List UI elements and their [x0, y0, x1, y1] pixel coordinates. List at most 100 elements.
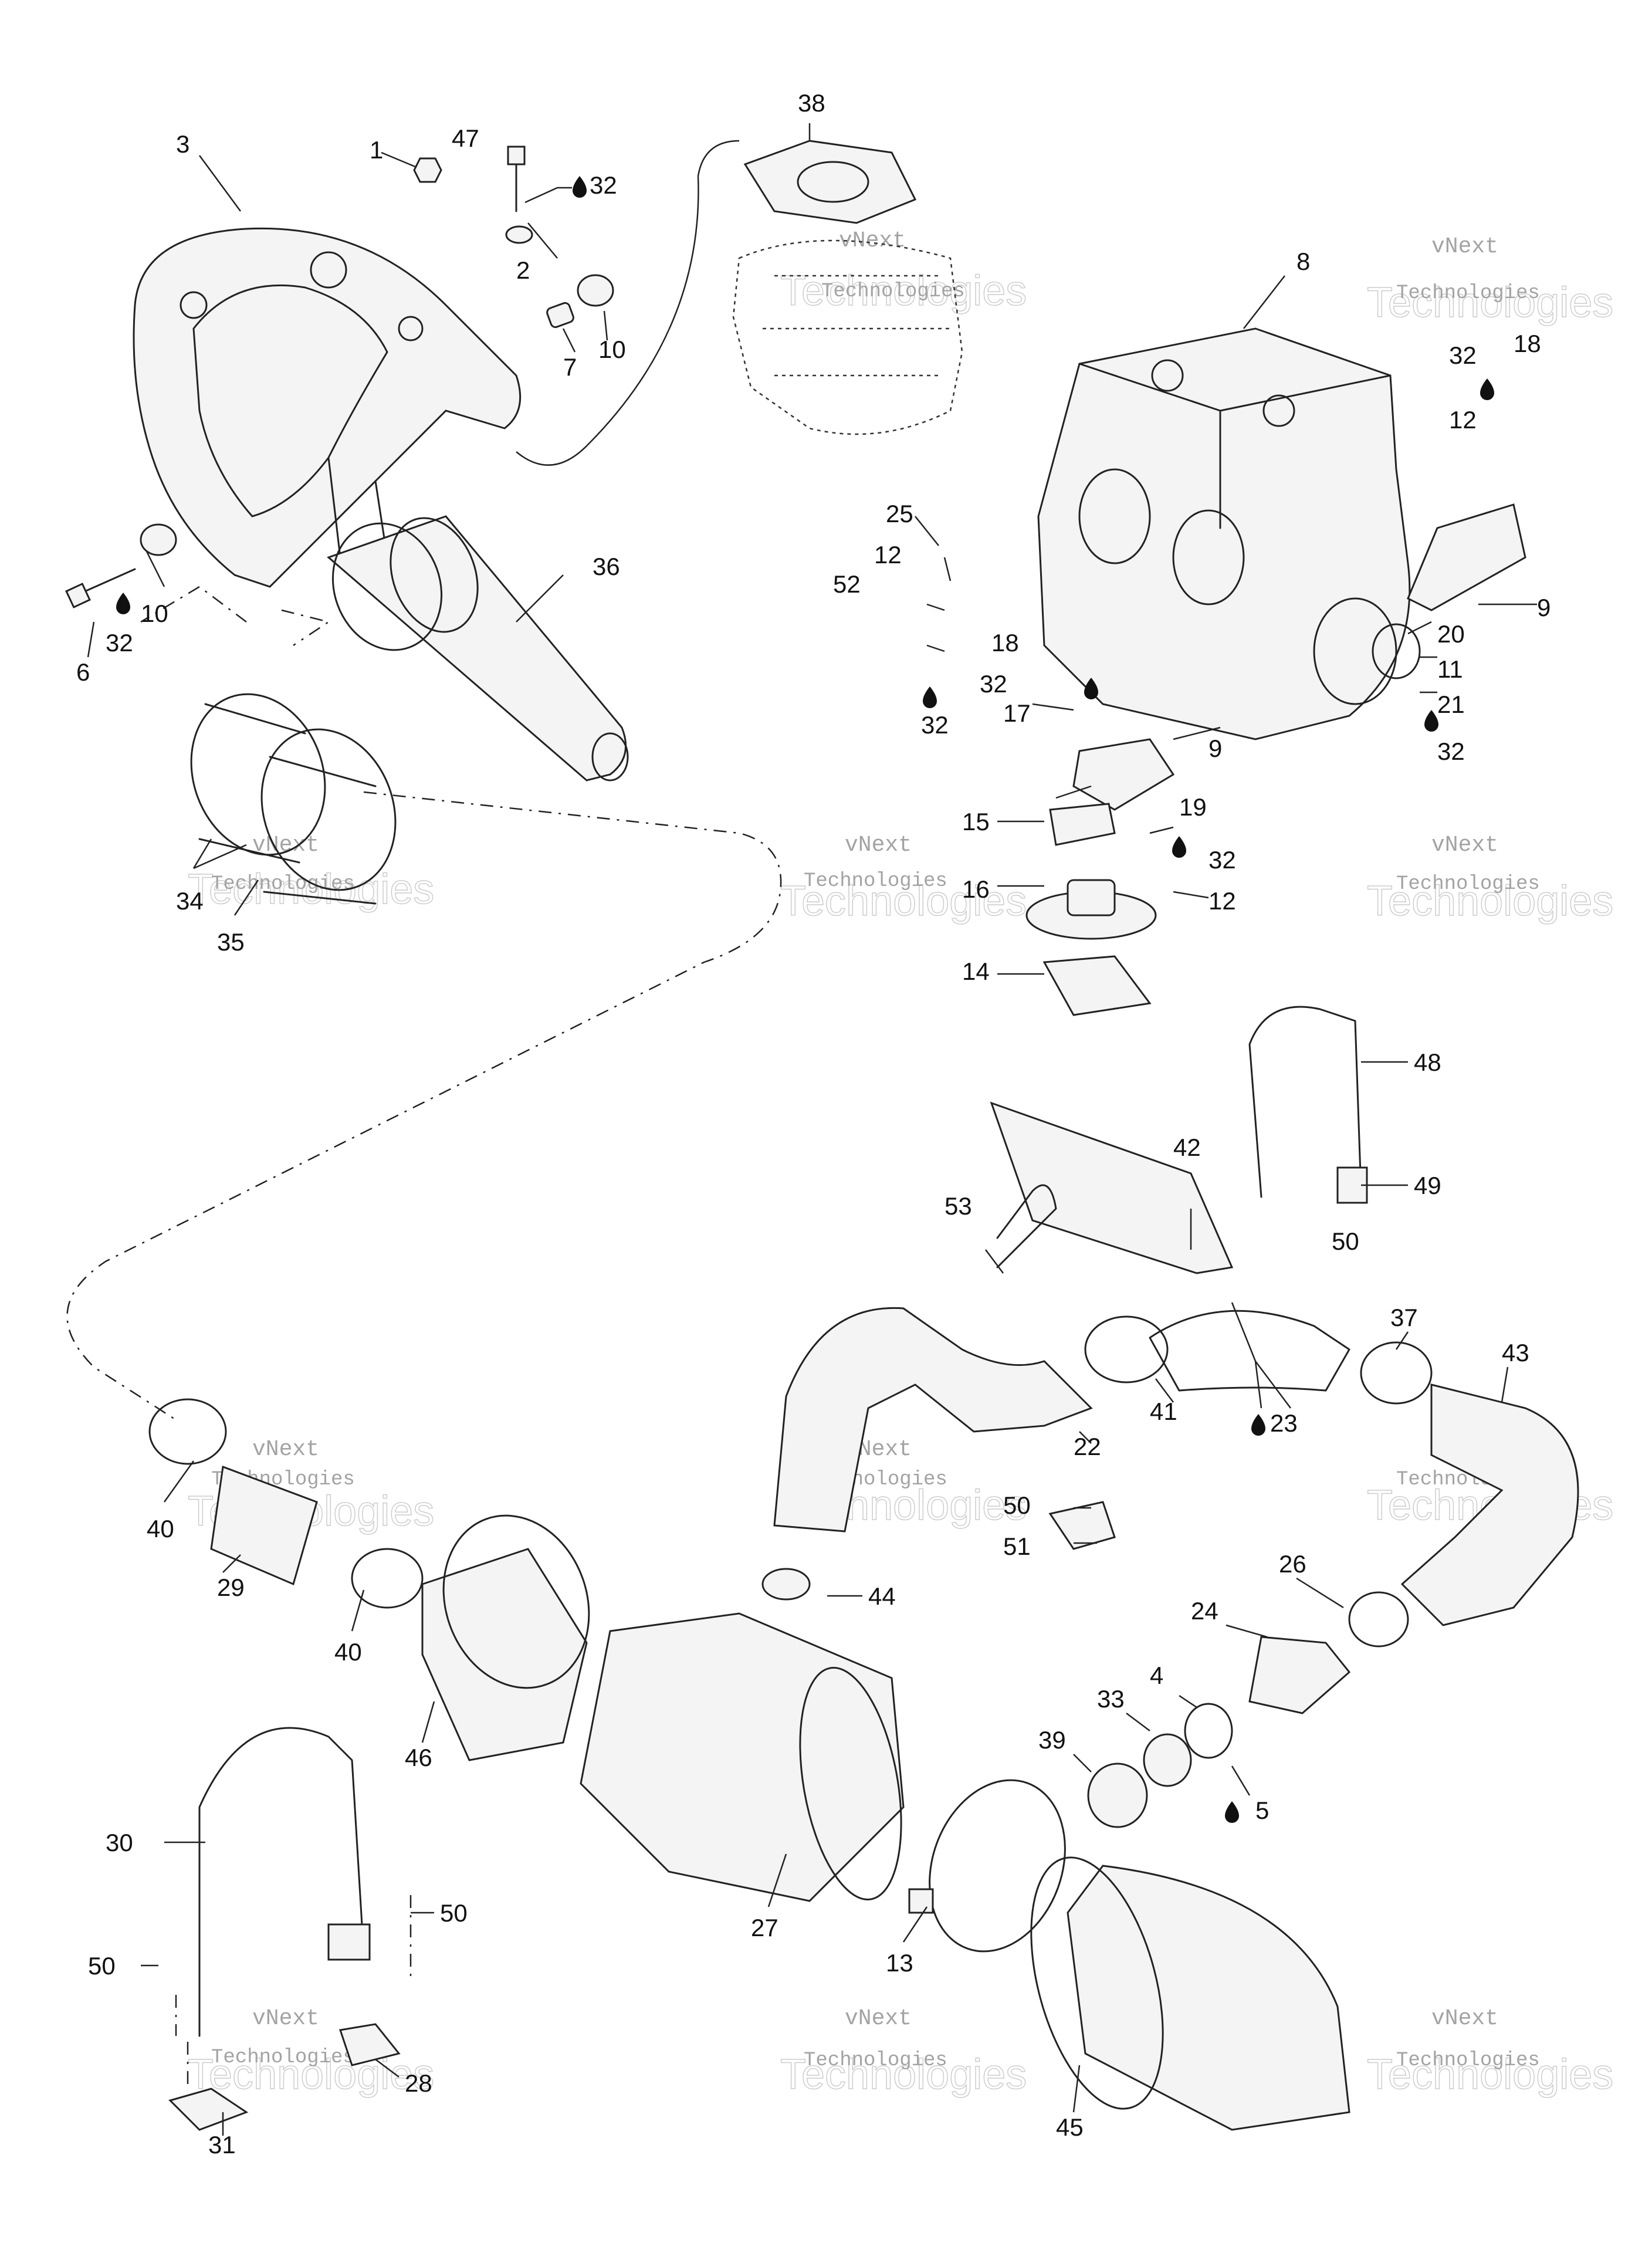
nut-part-1 — [413, 157, 442, 183]
callout-51: 51 — [1003, 1533, 1031, 1560]
svg-text:Technologies: Technologies — [1396, 873, 1540, 895]
svg-text:Technologies: Technologies — [1367, 2051, 1613, 2098]
callout-19: 19 — [1179, 793, 1207, 821]
callout-33: 33 — [1097, 1685, 1125, 1713]
drop-icon — [116, 593, 130, 614]
sleeve-part-29 — [210, 1465, 318, 1586]
muffler-part-27-44 — [580, 1568, 905, 1902]
clamp-part-44 — [761, 1568, 811, 1601]
watermark-5: Technologies vNext Technologies — [780, 833, 1027, 925]
strap-brackets-part-28-30-31-51 — [168, 1501, 1116, 2131]
callout-39: 39 — [1038, 1726, 1066, 1754]
callout-26: 26 — [1279, 1550, 1306, 1578]
callout-24: 24 — [1191, 1597, 1218, 1625]
watermark-10: Technologies vNext Technologies — [187, 2006, 435, 2099]
strap-slot-30 — [327, 1923, 371, 1961]
bracket-part-28 — [339, 2023, 401, 2066]
callout-8: 8 — [1296, 248, 1310, 275]
bolt-head-47 — [507, 146, 526, 165]
callout-32-f: 32 — [980, 670, 1007, 698]
cone-part-36 — [327, 515, 629, 782]
grommet-part-10b — [140, 523, 177, 556]
callout-46: 46 — [405, 1744, 432, 1771]
callout-32-e: 32 — [921, 711, 949, 739]
washer-part-2 — [505, 225, 533, 244]
drop-icon — [923, 686, 937, 708]
callout-32-a: 32 — [590, 171, 617, 199]
callout-5: 5 — [1255, 1797, 1269, 1824]
svg-text:Technologies: Technologies — [188, 2051, 434, 2098]
leader-lines — [87, 123, 1537, 2136]
callout-49: 49 — [1414, 1172, 1441, 1199]
drop-icon — [1084, 678, 1098, 699]
callout-37: 37 — [1390, 1304, 1418, 1331]
callout-13: 13 — [886, 1949, 913, 1977]
callout-14: 14 — [962, 958, 990, 985]
exhaust-manifold-part-3 — [133, 227, 522, 588]
drop-icon — [573, 176, 587, 198]
callout-16: 16 — [962, 875, 990, 903]
exhaust-route-line — [66, 791, 782, 1421]
buckle-part-13 — [908, 1888, 934, 1914]
lubricant-drops — [116, 176, 1494, 1823]
callout-17: 17 — [1003, 699, 1031, 727]
callout-15: 15 — [962, 808, 990, 835]
sleeve-part-7 — [546, 302, 574, 329]
svg-text:vNext: vNext — [1431, 234, 1498, 259]
callout-10-b: 10 — [141, 600, 168, 627]
callout-32-c: 32 — [1449, 341, 1477, 369]
watermark-6: Technologies vNext Technologies — [1366, 833, 1614, 925]
svg-text:vNext: vNext — [252, 2006, 319, 2031]
callout-28: 28 — [405, 2069, 432, 2097]
callout-45: 45 — [1056, 2113, 1084, 2141]
clamp-sleeve-part-34-35 — [190, 693, 397, 905]
sleeve-part-46 — [421, 1548, 588, 1761]
svg-text:Technologies: Technologies — [804, 870, 947, 892]
watermark-11: Technologies vNext Technologies — [780, 2006, 1027, 2099]
grommet-part-10 — [577, 274, 614, 307]
drop-icon — [1225, 1801, 1239, 1823]
callout-18-b: 18 — [991, 629, 1019, 657]
callout-9-b: 9 — [1208, 735, 1222, 762]
callout-47: 47 — [452, 124, 479, 152]
callout-32-d: 32 — [1437, 738, 1465, 765]
callout-22: 22 — [1074, 1433, 1101, 1460]
bracket-part-31 — [168, 2088, 249, 2131]
callout-6: 6 — [76, 658, 90, 686]
callout-29: 29 — [217, 1574, 245, 1601]
svg-text:Technologies: Technologies — [211, 873, 355, 895]
svg-text:Technologies: Technologies — [211, 2046, 355, 2069]
callout-10-a: 10 — [598, 336, 626, 363]
callout-50-b: 50 — [1003, 1491, 1031, 1519]
callout-44: 44 — [868, 1582, 896, 1610]
callout-27: 27 — [751, 1914, 778, 1941]
callout-4: 4 — [1150, 1662, 1163, 1689]
svg-text:Technologies: Technologies — [188, 866, 434, 913]
callout-48: 48 — [1414, 1048, 1441, 1076]
drop-icon — [1424, 710, 1438, 732]
callout-25: 25 — [886, 500, 913, 527]
fitting-part-24 — [1248, 1636, 1351, 1714]
callout-50-d: 50 — [88, 1952, 116, 1980]
callout-3: 3 — [176, 130, 189, 158]
strap-and-bracket-part-42-48-49-53 — [990, 1006, 1368, 1274]
callout-50-c: 50 — [440, 1899, 468, 1927]
callout-30: 30 — [106, 1829, 133, 1856]
callout-52: 52 — [833, 570, 861, 598]
callout-12-a: 12 — [1449, 406, 1477, 434]
callout-9-a: 9 — [1537, 594, 1551, 621]
hoses-part-22-43 — [773, 1307, 1579, 1626]
engine-mount-brackets-part-9 — [1072, 503, 1526, 811]
clamp-part-37 — [1360, 1341, 1433, 1405]
clamp-part-26 — [1348, 1591, 1409, 1648]
svg-text:vNext: vNext — [839, 228, 906, 253]
callout-53: 53 — [945, 1192, 972, 1220]
callout-32-b: 32 — [106, 629, 133, 657]
callout-12-c: 12 — [1208, 887, 1236, 915]
callout-34: 34 — [176, 887, 204, 915]
ring-part-33 — [1143, 1733, 1192, 1787]
watermark-4: Technologies vNext Technologies — [187, 833, 435, 914]
callout-32-g: 32 — [1208, 846, 1236, 874]
watermark-12: Technologies vNext Technologies — [1366, 2006, 1614, 2099]
